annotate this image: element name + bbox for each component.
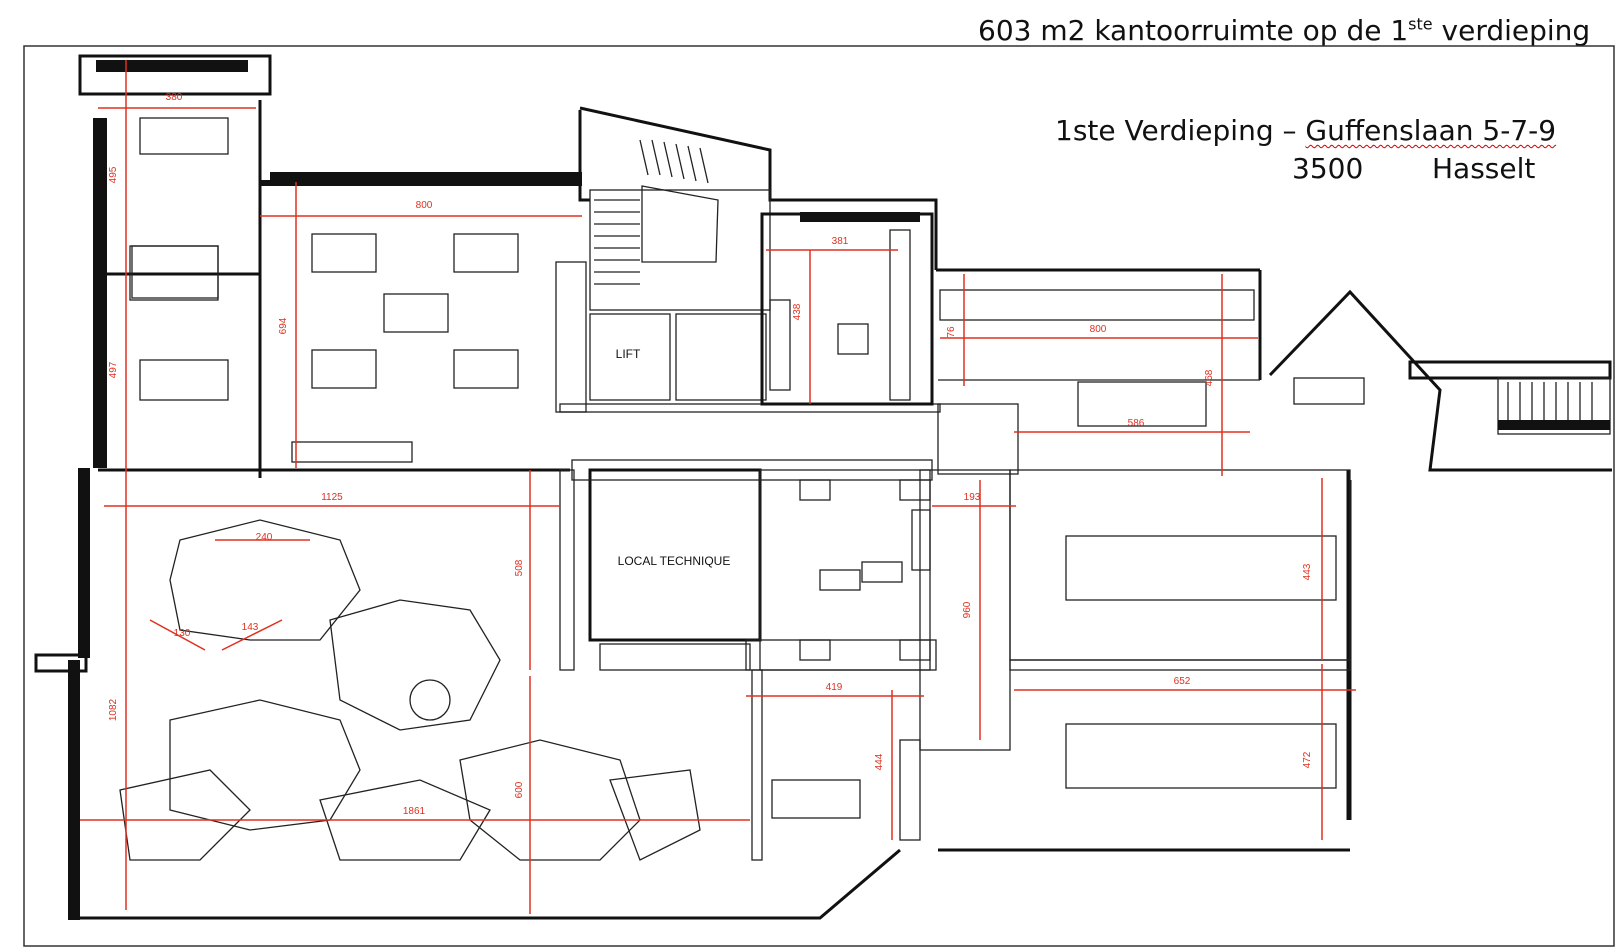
- title-text: 603 m2 kantoorruimte op de 1: [978, 14, 1409, 47]
- dim-652: 652: [1174, 676, 1191, 687]
- dim-1082: 1082: [108, 698, 119, 721]
- dim-143: 143: [242, 622, 259, 633]
- dim-130: 130: [174, 628, 191, 639]
- dim-800-top: 800: [416, 200, 433, 211]
- dim-240: 240: [256, 532, 273, 543]
- lift-label: LIFT: [616, 347, 641, 361]
- staircase: [594, 139, 1593, 420]
- dim-76: 76: [946, 326, 957, 338]
- city-line: 3500 Hasselt: [1292, 152, 1535, 185]
- dim-495: 495: [108, 166, 119, 183]
- address-line: 1ste Verdieping – Guffenslaan 5-7-9: [1055, 114, 1556, 147]
- dim-419: 419: [826, 682, 843, 693]
- dim-1125: 1125: [321, 492, 343, 503]
- title-superscript: ste: [1408, 14, 1433, 34]
- city-name: Hasselt: [1432, 152, 1536, 185]
- technical-room-label: LOCAL TECHNIQUE: [618, 554, 731, 568]
- drawing-frame: [23, 45, 1615, 947]
- dimension-labels: 380 495 497 800 694 381 438 76 800 468 5…: [108, 92, 1313, 817]
- dim-468: 468: [1204, 369, 1215, 386]
- dim-472: 472: [1302, 751, 1313, 768]
- dim-508: 508: [514, 559, 525, 576]
- title-end: verdieping: [1432, 14, 1591, 47]
- dim-800-right: 800: [1090, 324, 1107, 335]
- plan-title: 603 m2 kantoorruimte op de 1ste verdiepi…: [978, 14, 1590, 47]
- dim-443: 443: [1302, 563, 1313, 580]
- postcode: 3500: [1292, 152, 1364, 185]
- dimension-lines: [80, 60, 1356, 914]
- furniture: [119, 117, 1365, 861]
- dim-380: 380: [166, 92, 183, 103]
- dim-193: 193: [964, 492, 981, 503]
- dim-438: 438: [792, 303, 803, 320]
- dim-444: 444: [874, 753, 885, 770]
- interior-walls: [98, 100, 1351, 861]
- dim-381: 381: [832, 236, 849, 247]
- dim-694: 694: [278, 317, 289, 334]
- exterior-walls: [34, 54, 1612, 920]
- dim-960: 960: [962, 601, 973, 618]
- street-address: Guffenslaan 5-7-9: [1305, 114, 1557, 147]
- dim-600: 600: [514, 781, 525, 798]
- dim-586: 586: [1128, 418, 1145, 429]
- dim-1861: 1861: [403, 806, 426, 817]
- floor-label: 1ste Verdieping –: [1055, 114, 1306, 147]
- dim-497: 497: [108, 361, 119, 378]
